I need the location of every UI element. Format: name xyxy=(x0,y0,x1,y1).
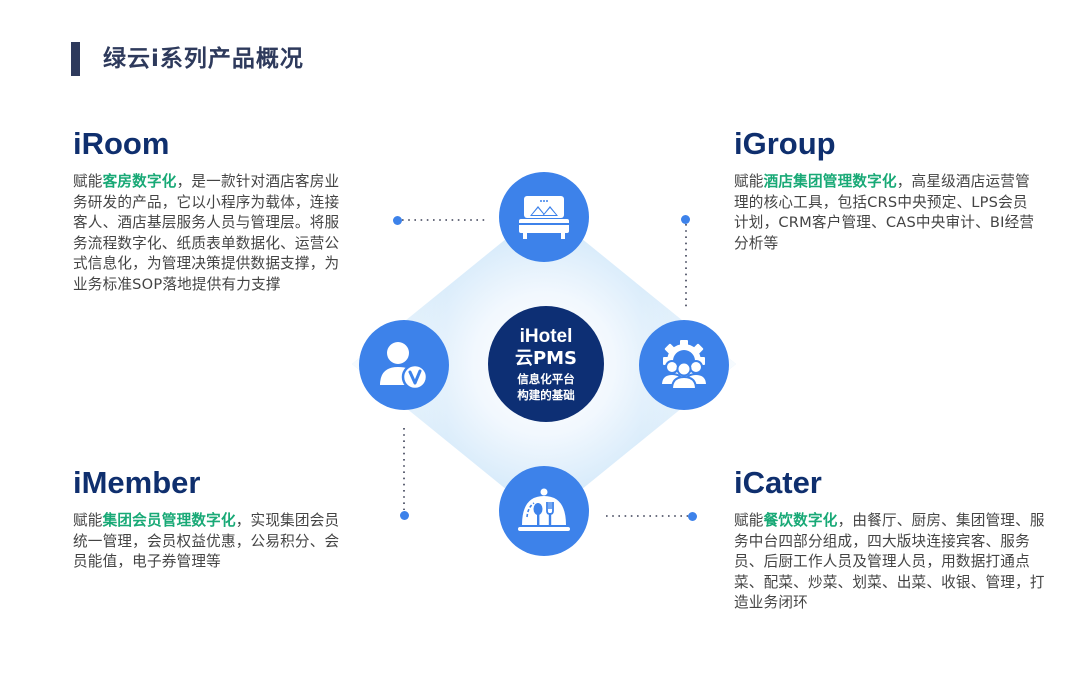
gear-team-icon xyxy=(659,340,709,390)
connector-dot-cater xyxy=(688,512,697,521)
member-verified-icon xyxy=(380,342,429,391)
product-desc-iroom: 赋能客房数字化，是一款针对酒店客房业务研发的产品，它以小程序为载体，连接客人、酒… xyxy=(73,172,349,295)
food-cloche-icon xyxy=(518,488,570,531)
center-ihotel-pms: iHotel 云PMS 信息化平台 构建的基础 xyxy=(488,306,604,422)
center-line-3: 信息化平台 xyxy=(517,371,575,386)
desc-prefix: 赋能 xyxy=(73,173,103,190)
connector-dot-member xyxy=(400,511,409,520)
desc-highlight: 餐饮数字化 xyxy=(763,512,838,529)
product-desc-igroup: 赋能酒店集团管理数字化，高星级酒店运营管理的核心工具，包括CRS中央预定、LPS… xyxy=(734,172,1040,254)
product-name-imember: iMember xyxy=(73,465,201,500)
desc-body: ，高星级酒店运营管理的核心工具，包括CRS中央预定、LPS会员计划，CRM客户管… xyxy=(734,173,1035,252)
center-line-2: 云PMS xyxy=(514,347,578,369)
desc-body: ，实现集团会员统一管理，会员权益优惠，公易积分、会员能值，电子券管理等 xyxy=(73,512,340,570)
title-accent-bar xyxy=(71,42,80,76)
desc-prefix: 赋能 xyxy=(73,512,103,529)
desc-highlight: 集团会员管理数字化 xyxy=(102,512,236,529)
page-title: 绿云i系列产品概况 xyxy=(103,46,304,72)
bed-icon xyxy=(519,196,569,239)
product-name-iroom: iRoom xyxy=(73,126,170,161)
product-name-icater: iCater xyxy=(734,465,822,500)
desc-highlight: 酒店集团管理数字化 xyxy=(763,173,897,190)
desc-prefix: 赋能 xyxy=(734,173,764,190)
igroup-node xyxy=(639,320,729,410)
product-desc-imember: 赋能集团会员管理数字化，实现集团会员统一管理，会员权益优惠，公易积分、会员能值，… xyxy=(73,511,349,573)
product-name-igroup: iGroup xyxy=(734,126,836,161)
desc-body: ，由餐厅、厨房、集团管理、服务中台四部分组成，四大版块连接宾客、服务员、后厨工作… xyxy=(734,512,1045,611)
connector-dot-group xyxy=(681,215,690,224)
product-desc-icater: 赋能餐饮数字化，由餐厅、厨房、集团管理、服务中台四部分组成，四大版块连接宾客、服… xyxy=(734,511,1046,614)
desc-prefix: 赋能 xyxy=(734,512,764,529)
icater-node xyxy=(499,466,589,556)
iroom-node xyxy=(499,172,589,262)
center-line-4: 构建的基础 xyxy=(517,387,575,402)
desc-highlight: 客房数字化 xyxy=(102,173,177,190)
imember-node xyxy=(359,320,449,410)
center-line-1: iHotel xyxy=(519,325,573,347)
desc-body: ，是一款针对酒店客房业务研发的产品，它以小程序为载体，连接客人、酒店基层服务人员… xyxy=(73,173,340,293)
connector-dot-room xyxy=(393,216,402,225)
